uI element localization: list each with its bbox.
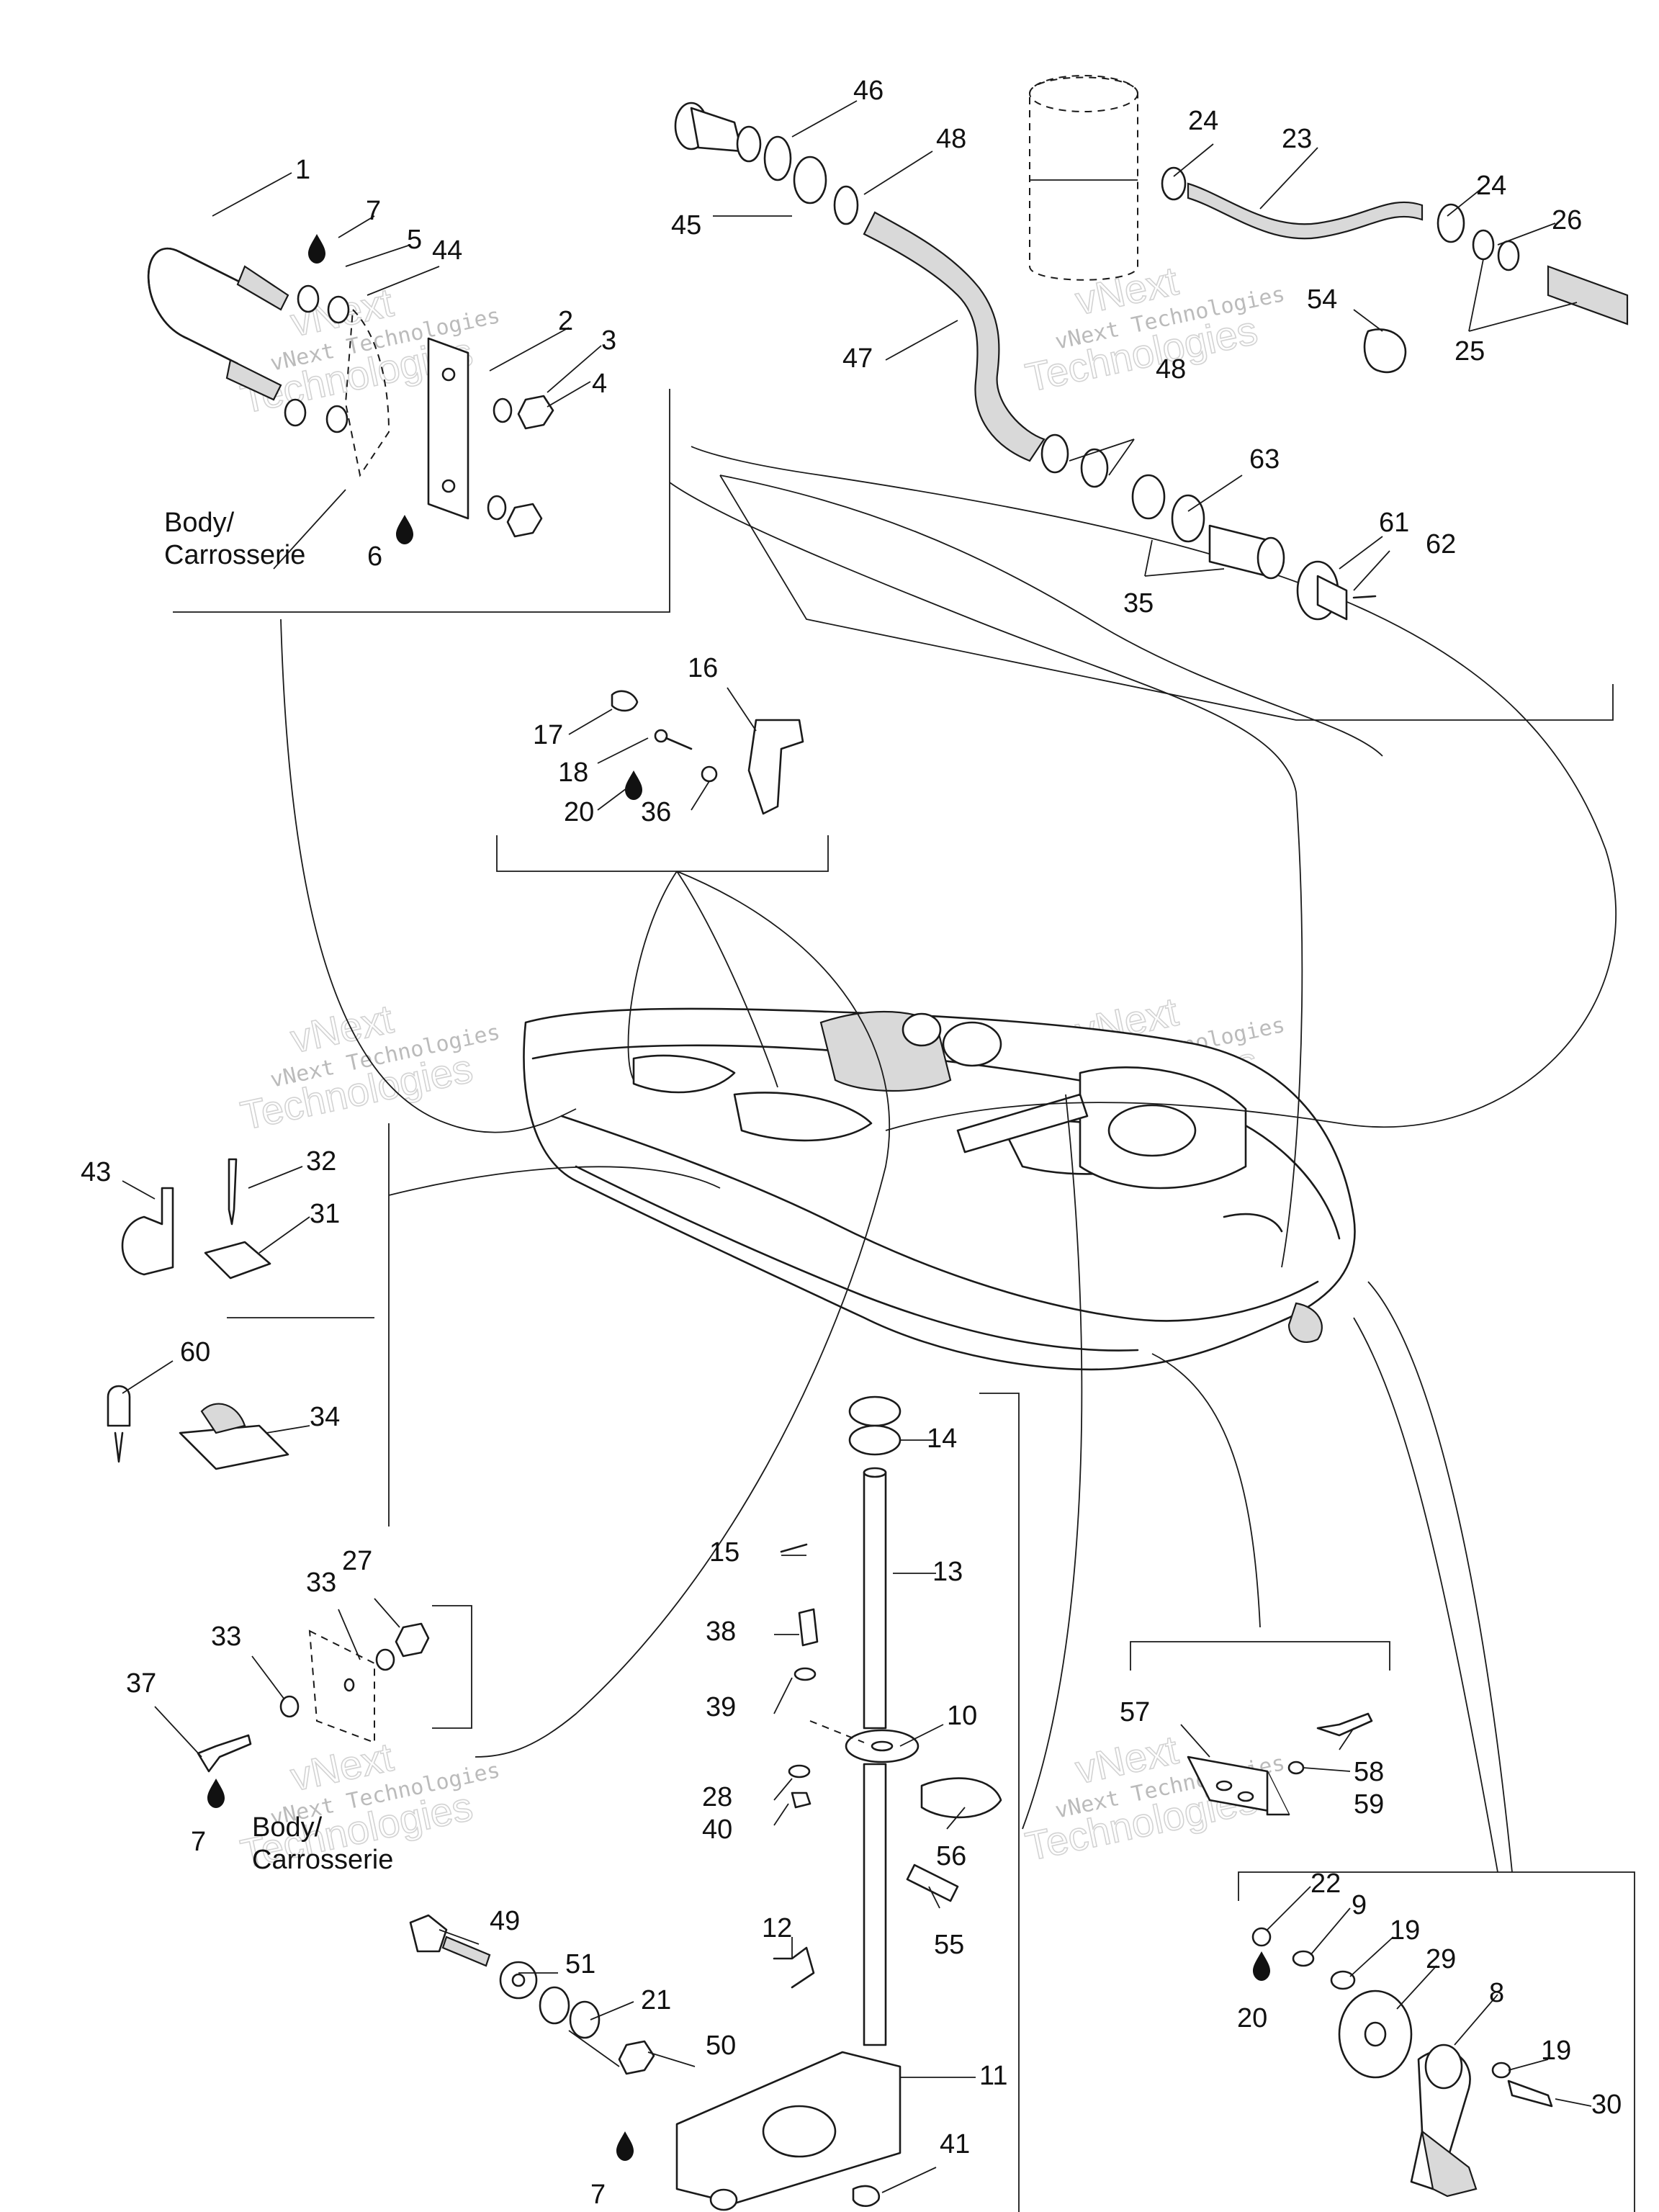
callout-31: 31 (310, 1199, 340, 1229)
callout-19: 19 (1390, 1915, 1420, 1946)
callout-7b: 7 (191, 1827, 206, 1857)
sprocket-assembly (409, 1914, 738, 2211)
boat-hull (523, 1007, 1356, 1371)
callout-19b: 19 (1541, 2036, 1571, 2066)
callout-50: 50 (706, 2031, 736, 2061)
callout-34: 34 (310, 1402, 340, 1432)
callout-59: 59 (1354, 1789, 1384, 1820)
callout-63: 63 (1249, 444, 1280, 475)
callout-30: 30 (1591, 2090, 1622, 2120)
callout-33: 33 (306, 1568, 336, 1598)
callout-5: 5 (407, 225, 422, 255)
bolt-body-assembly (197, 1622, 430, 1808)
callout-26: 26 (1552, 205, 1582, 235)
body-label-bottom: Body/ Carrosserie (252, 1812, 393, 1875)
callout-32: 32 (306, 1146, 336, 1177)
callout-40: 40 (702, 1815, 732, 1845)
bracket-assembly (1187, 1712, 1373, 1816)
callout-25: 25 (1455, 336, 1485, 367)
body-label-line2: Carrosserie (252, 1845, 393, 1875)
bilge-pump-assembly (1029, 75, 1629, 374)
callout-7: 7 (366, 196, 381, 226)
u-bolt (147, 247, 246, 365)
callout-58: 58 (1354, 1757, 1384, 1787)
callout-13: 13 (932, 1557, 963, 1587)
callout-47: 47 (842, 343, 873, 374)
shaft-assembly (675, 1395, 1002, 2207)
callout-10: 10 (947, 1701, 977, 1731)
callout-55: 55 (934, 1930, 964, 1960)
callout-49: 49 (490, 1906, 520, 1936)
assembly-leader-lines (280, 446, 1617, 1873)
callout-11: 11 (979, 2061, 1007, 2091)
callout-48b: 48 (1156, 354, 1186, 385)
callout-23: 23 (1282, 124, 1312, 154)
callout-16: 16 (688, 653, 718, 683)
callout-1: 1 (295, 155, 310, 185)
callout-14: 14 (927, 1424, 957, 1454)
callout-45: 45 (671, 210, 701, 240)
callout-2: 2 (558, 306, 573, 336)
group-brackets (173, 389, 1635, 2212)
body-label-line1: Body/ (252, 1812, 323, 1843)
callout-4: 4 (592, 369, 607, 399)
callout-7c: 7 (590, 2180, 606, 2210)
callout-15: 15 (709, 1537, 739, 1568)
callout-21: 21 (641, 1985, 671, 2015)
callout-24b: 24 (1476, 171, 1506, 201)
callout-60: 60 (180, 1337, 210, 1367)
body-label-top: Body/ Carrosserie (164, 508, 305, 570)
callout-43: 43 (81, 1157, 111, 1187)
callout-27: 27 (342, 1546, 372, 1576)
callout-46: 46 (853, 76, 884, 106)
callout-62: 62 (1426, 529, 1456, 559)
callout-38: 38 (706, 1617, 736, 1647)
callout-17: 17 (533, 720, 563, 750)
callout-leaders (122, 100, 1592, 2193)
callout-18: 18 (558, 757, 588, 788)
drain-hose-assembly (674, 102, 1377, 621)
callout-36: 36 (641, 797, 671, 827)
callout-54: 54 (1307, 284, 1337, 315)
clips-and-ties (107, 1158, 289, 1470)
callout-24: 24 (1188, 106, 1218, 136)
callout-61: 61 (1379, 508, 1409, 538)
callout-9: 9 (1352, 1890, 1367, 1920)
callout-28: 28 (702, 1782, 732, 1812)
body-label-line1: Body/ (164, 508, 235, 538)
latch-assembly (611, 690, 804, 815)
callout-20b: 20 (1237, 2003, 1267, 2033)
callout-22: 22 (1310, 1869, 1341, 1899)
callout-33b: 33 (211, 1622, 241, 1652)
u-bolt-assembly (147, 234, 554, 544)
callout-12: 12 (762, 1913, 792, 1943)
callout-8: 8 (1489, 1978, 1504, 2008)
callout-20: 20 (564, 797, 594, 827)
callout-39: 39 (706, 1692, 736, 1722)
hose-corrugated (863, 211, 1046, 462)
callout-44: 44 (432, 235, 462, 266)
callout-35: 35 (1123, 588, 1154, 619)
callout-3: 3 (601, 325, 616, 356)
callout-48: 48 (936, 124, 966, 154)
callout-41: 41 (940, 2129, 970, 2159)
callout-56: 56 (936, 1841, 966, 1871)
callout-29: 29 (1426, 1944, 1456, 1974)
callout-numbers: 1 2 3 4 5 6 7 8 9 10 11 12 13 14 15 16 1… (81, 76, 1622, 2210)
callout-57: 57 (1120, 1697, 1150, 1727)
drain-plug-assembly (1251, 1927, 1553, 2198)
callout-51: 51 (565, 1949, 595, 1979)
callout-37: 37 (126, 1668, 156, 1699)
callout-6: 6 (367, 541, 382, 572)
backing-plate (427, 337, 469, 520)
body-label-line2: Carrosserie (164, 540, 305, 570)
